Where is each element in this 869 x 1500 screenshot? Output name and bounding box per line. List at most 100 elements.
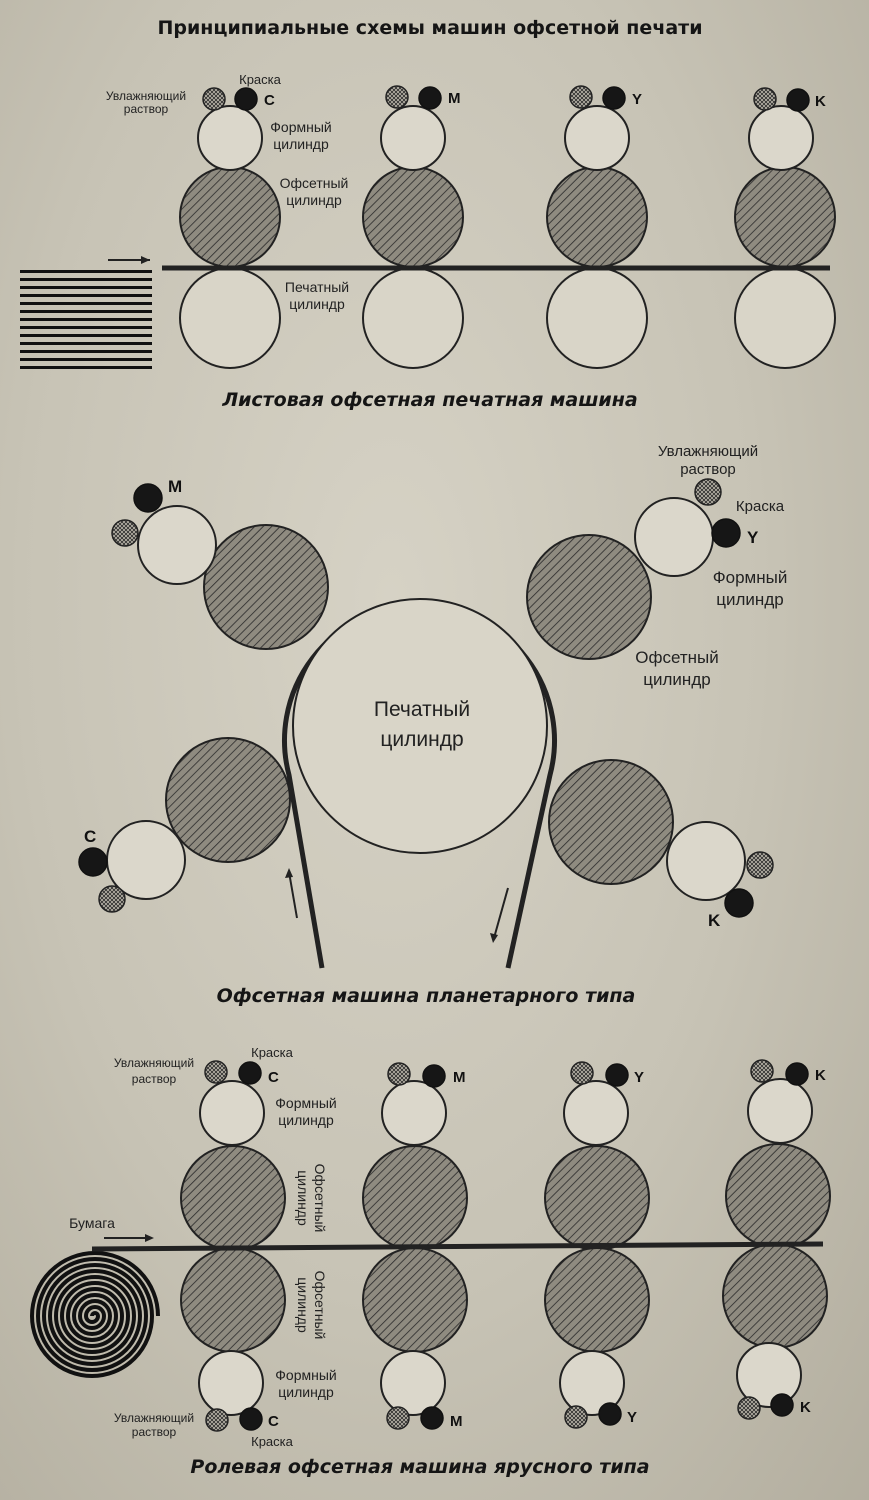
ink-label: Краска [251,1434,294,1449]
offset-label-line1: Офсетный [635,648,719,667]
offset-cylinder [362,166,464,268]
offset-cylinder [548,759,674,885]
damp-label-line1: Увлажняющий [658,443,758,460]
color-label: Y [632,91,642,108]
plate-cylinder [563,1080,629,1146]
ink-roller-icon [239,1407,263,1431]
offset-cylinder [734,166,836,268]
plate-label-line1: Формный [275,1095,336,1111]
sheetfed-diagram: C M Y K Краска Увлажняющий раствор Формн… [20,72,836,411]
impression-cylinder [734,267,836,369]
svg-text:Офсетный: Офсетный [312,1271,328,1340]
offset-cylinder [203,524,329,650]
dampening-roller-icon [564,1405,588,1429]
ink-roller-icon [770,1393,794,1417]
offset-cylinder [546,166,648,268]
dampening-roller-icon [750,1059,774,1083]
offset-cylinder [544,1247,650,1353]
planetary-caption: Офсетная машина планетарного типа [217,985,636,1007]
plate-cylinder [634,497,714,577]
damp-label-line2: раствор [132,1425,177,1439]
color-label: C [268,1069,279,1086]
feed-arrow-icon [108,256,150,264]
dampening-roller-icon [737,1396,761,1420]
sheetfed-caption: Листовая офсетная печатная машина [221,389,637,411]
plate-label-line2: цилиндр [716,590,783,609]
ink-roller-icon [418,86,442,110]
plate-cylinder [381,1080,447,1146]
plate-cylinder [380,105,446,171]
ink-roller-icon [602,86,626,110]
color-label: C [268,1413,279,1430]
planetary-diagram: Печатный цилиндр M Y C K Увлажняющий рас… [78,443,787,1007]
plate-cylinder [137,505,217,585]
damp-label-line2: раствор [680,461,736,478]
svg-text:Офсетный: Офсетный [312,1164,328,1233]
color-label: M [448,90,461,107]
color-label: M [453,1069,466,1086]
impression-cylinder [546,267,648,369]
plate-cylinder [198,1350,264,1416]
ink-roller-icon [133,483,163,513]
dampening-roller-icon [202,87,226,111]
color-label: Y [747,528,759,547]
plate-cylinder [197,105,263,171]
dampening-roller-icon [98,885,126,913]
ink-roller-icon [234,87,258,111]
damp-label-line1: Увлажняющий [114,1056,194,1070]
web-caption: Ролевая офсетная машина ярусного типа [190,1456,649,1478]
central-label-line2: цилиндр [380,728,463,751]
paper-roll-icon [29,1251,160,1378]
paper-label: Бумага [69,1215,115,1231]
offset-cylinder [725,1143,831,1249]
offset-cylinder [165,737,291,863]
plate-cylinder [380,1350,446,1416]
offset-label-rotated: Офсетный цилиндр [295,1271,328,1340]
dampening-roller-icon [694,478,722,506]
page-title: Принципиальные схемы машин офсетной печа… [157,17,702,39]
dampening-roller-icon [753,87,777,111]
paper-stack-icon [20,270,152,369]
offset-cylinder [362,1145,468,1251]
offset-label-line2: цилиндр [643,670,710,689]
ink-roller-icon [785,1062,809,1086]
ink-label: Краска [251,1045,294,1060]
offset-cylinder [180,1145,286,1251]
offset-cylinder [179,166,281,268]
svg-text:цилиндр: цилиндр [295,1170,311,1226]
plate-label-line2: цилиндр [273,136,329,152]
color-label: K [708,911,721,930]
damp-label-line1: Увлажняющий [106,89,186,103]
ink-roller-icon [786,88,810,112]
damp-label-line2: раствор [132,1072,177,1086]
impression-cylinder [179,267,281,369]
dampening-roller-icon [204,1060,228,1084]
plate-label-line2: цилиндр [278,1384,334,1400]
web-in-arrow-icon [285,868,298,919]
plate-label-line1: Формный [270,119,331,135]
ink-roller-icon [605,1063,629,1087]
offset-label-line1: Офсетный [280,175,349,191]
dampening-roller-icon [205,1408,229,1432]
color-label: M [450,1413,463,1430]
ink-roller-icon [78,847,108,877]
ink-roller-icon [711,518,741,548]
central-label-line1: Печатный [374,698,470,721]
ink-roller-icon [420,1406,444,1430]
offset-label-rotated: Офсетный цилиндр [295,1164,328,1233]
offset-label-line2: цилиндр [286,192,342,208]
ink-roller-icon [598,1402,622,1426]
ink-roller-icon [238,1061,262,1085]
offset-cylinder [722,1243,828,1349]
plate-cylinder [666,821,746,901]
offset-cylinder [180,1247,286,1353]
color-label: C [264,92,275,109]
offset-cylinder [544,1145,650,1251]
central-impression-cylinder [292,598,548,854]
svg-text:цилиндр: цилиндр [295,1277,311,1333]
dampening-roller-icon [386,1406,410,1430]
dampening-roller-icon [111,519,139,547]
dampening-roller-icon [570,1061,594,1085]
dampening-roller-icon [387,1062,411,1086]
plate-cylinder [748,105,814,171]
